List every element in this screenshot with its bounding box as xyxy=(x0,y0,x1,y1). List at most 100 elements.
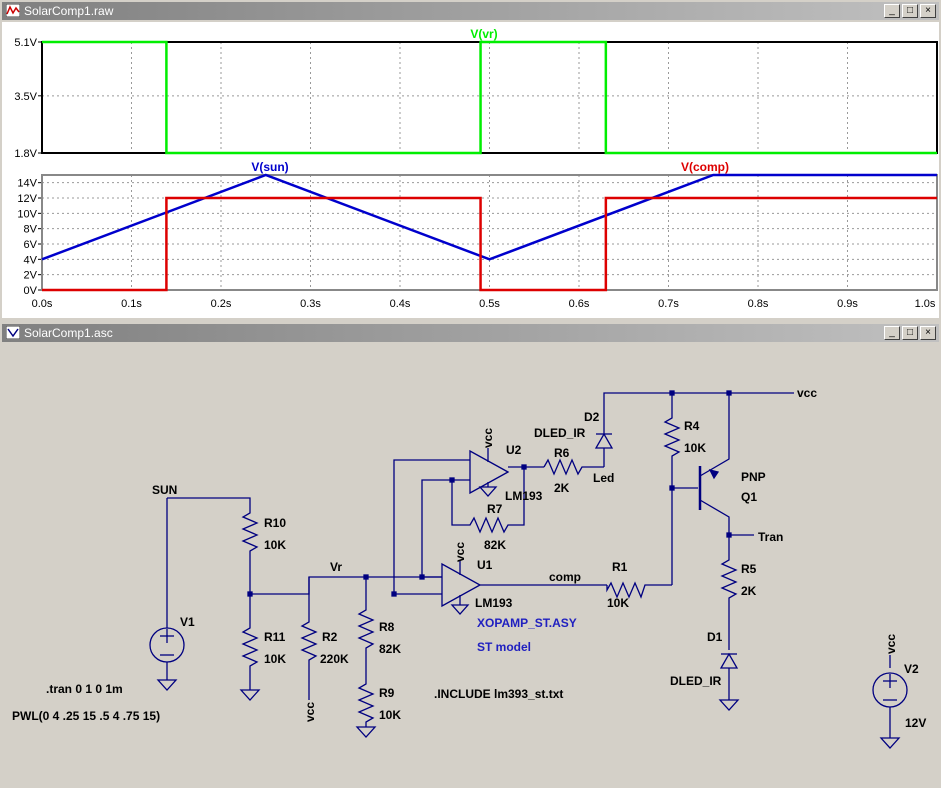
label-v1: V1 xyxy=(180,615,195,629)
legend-entry: V(sun) xyxy=(251,160,288,174)
label-u1: U1 xyxy=(477,558,493,572)
value-r5: 2K xyxy=(741,584,757,598)
x-tick-label: 0.2s xyxy=(211,298,232,310)
y-tick-label: 6V xyxy=(24,239,38,251)
value-r2: 220K xyxy=(320,652,349,666)
label-r2: R2 xyxy=(322,630,338,644)
opamp-u1[interactable] xyxy=(441,562,482,608)
vcc-flag: vcc xyxy=(884,634,898,654)
waveform-window-title: SolarComp1.raw xyxy=(24,4,114,18)
label-q1: Q1 xyxy=(741,490,757,504)
legend-entry: V(comp) xyxy=(681,160,729,174)
schematic-canvas[interactable]: SUN Vr comp Led Tran vcc R10 10K R11 10K… xyxy=(2,344,939,783)
close-button[interactable]: × xyxy=(920,326,936,340)
schematic-window: SolarComp1.asc _ □ × xyxy=(0,322,941,785)
label-r6: R6 xyxy=(554,446,570,460)
label-r5: R5 xyxy=(741,562,757,576)
x-tick-label: 0.6s xyxy=(569,298,590,310)
value-r1: 10K xyxy=(607,596,629,610)
value-r11: 10K xyxy=(264,652,286,666)
waveform-app-icon xyxy=(6,4,20,17)
net-label-sun: SUN xyxy=(152,483,177,497)
vcc-flag: vcc xyxy=(453,542,467,562)
minimize-button[interactable]: _ xyxy=(884,4,900,18)
series-vsun-trace xyxy=(41,173,937,261)
net-label-tran: Tran xyxy=(758,530,783,544)
label-r8: R8 xyxy=(379,620,395,634)
value-r6: 2K xyxy=(554,481,570,495)
ground-symbol xyxy=(355,726,377,738)
label-r7: R7 xyxy=(487,502,503,516)
x-tick-label: 0.7s xyxy=(658,298,679,310)
opamp-u2[interactable] xyxy=(469,449,510,495)
model-u1: LM193 xyxy=(475,596,513,610)
net-label-vr: Vr xyxy=(330,560,342,574)
y-tick-label: 14V xyxy=(17,178,37,190)
led-d2[interactable] xyxy=(594,432,614,449)
model-q1: PNP xyxy=(741,470,766,484)
spice-directive-tran[interactable]: .tran 0 1 0 1m xyxy=(46,682,123,696)
label-u2: U2 xyxy=(506,443,522,457)
value-r10: 10K xyxy=(264,538,286,552)
resistor-r7[interactable] xyxy=(451,467,525,534)
resistor-r2[interactable] xyxy=(300,577,318,700)
maximize-button[interactable]: □ xyxy=(902,326,918,340)
label-r4: R4 xyxy=(684,419,700,433)
legend-entry: V(vr) xyxy=(470,27,497,41)
spice-directive-include[interactable]: .INCLUDE lm393_st.txt xyxy=(434,687,563,701)
maximize-button[interactable]: □ xyxy=(902,4,918,18)
schematic-app-icon xyxy=(6,326,20,339)
series-vcomp-trace xyxy=(42,196,937,292)
label-r11: R11 xyxy=(264,630,286,644)
resistor-r4[interactable] xyxy=(663,393,681,488)
resistor-r11[interactable] xyxy=(241,623,259,690)
schematic-drawing[interactable]: SUN Vr comp Led Tran vcc R10 10K R11 10K… xyxy=(2,344,939,783)
resistor-r6[interactable] xyxy=(543,458,604,476)
model-u2: LM193 xyxy=(505,489,543,503)
label-d1: D1 xyxy=(707,630,723,644)
resistor-r9[interactable] xyxy=(357,680,375,727)
x-tick-label: 0.8s xyxy=(748,298,769,310)
model-d2: DLED_IR xyxy=(534,426,586,440)
y-tick-label: 4V xyxy=(24,254,38,266)
y-tick-label: 1.8V xyxy=(14,148,37,160)
y-tick-label: 10V xyxy=(17,208,37,220)
ground-symbol xyxy=(718,699,740,711)
ground-symbol xyxy=(156,679,178,691)
resistor-r1[interactable] xyxy=(606,581,672,599)
resistor-r8[interactable] xyxy=(357,577,375,680)
symbol-name-text: XOPAMP_ST.ASY xyxy=(477,616,577,630)
schematic-titlebar[interactable]: SolarComp1.asc _ □ × xyxy=(2,324,939,342)
label-d2: D2 xyxy=(584,410,600,424)
vcc-flag: vcc xyxy=(303,702,317,722)
y-tick-label: 0V xyxy=(24,285,38,297)
wire xyxy=(167,497,251,508)
y-tick-label: 8V xyxy=(24,224,38,236)
model-comment-text: ST model xyxy=(477,640,531,654)
v1-source-value: PWL(0 4 .25 15 .5 4 .75 15) xyxy=(12,709,160,723)
y-tick-label: 5.1V xyxy=(14,37,37,49)
y-tick-label: 12V xyxy=(17,193,37,205)
x-tick-label: 0.5s xyxy=(479,298,500,310)
x-tick-label: 0.1s xyxy=(121,298,142,310)
resistor-r5[interactable] xyxy=(720,535,738,650)
net-label-led: Led xyxy=(593,471,614,485)
ground-symbol xyxy=(879,737,901,749)
led-d1[interactable] xyxy=(719,652,739,669)
x-tick-label: 0.4s xyxy=(390,298,411,310)
value-r8: 82K xyxy=(379,642,401,656)
label-r9: R9 xyxy=(379,686,395,700)
y-tick-label: 2V xyxy=(24,270,38,282)
schematic-window-title: SolarComp1.asc xyxy=(24,326,113,340)
label-r1: R1 xyxy=(612,560,628,574)
resistor-r10[interactable] xyxy=(241,508,259,560)
waveform-plots[interactable]: 5.1V3.5V1.8VV(vr)14V12V10V8V6V4V2V0VV(su… xyxy=(2,22,939,318)
x-tick-label: 1.0s xyxy=(915,298,936,310)
minimize-button[interactable]: _ xyxy=(884,326,900,340)
series-vvr-trace xyxy=(42,40,937,155)
value-r7: 82K xyxy=(484,538,506,552)
waveform-titlebar[interactable]: SolarComp1.raw _ □ × xyxy=(2,2,939,20)
close-button[interactable]: × xyxy=(920,4,936,18)
